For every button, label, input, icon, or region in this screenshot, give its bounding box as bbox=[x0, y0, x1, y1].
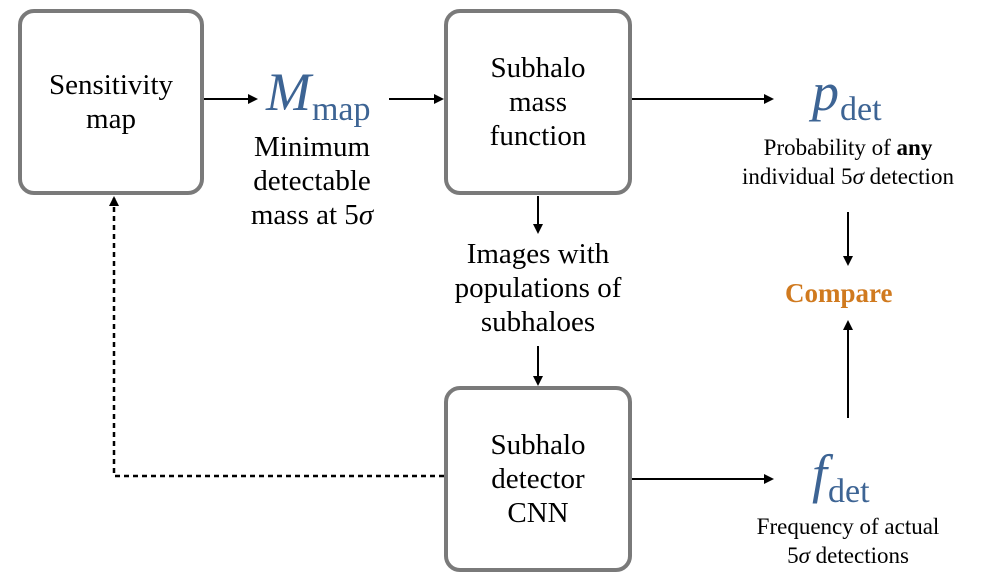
p-det-desc-line-2-suffix: detection bbox=[863, 164, 954, 189]
m-map-desc-prefix: mass at 5 bbox=[250, 199, 359, 231]
p-det-desc-line-1: Probability of any bbox=[714, 133, 982, 162]
m-map-desc-line-1: Minimum bbox=[253, 131, 370, 163]
images-desc-line-1: Images with bbox=[466, 238, 610, 270]
f-det-symbol: fdet bbox=[812, 444, 870, 522]
m-map-main: M bbox=[266, 62, 311, 122]
f-det-desc-line-1: Frequency of actual bbox=[756, 514, 940, 539]
mass-function-line-3: function bbox=[489, 120, 587, 152]
sigma-symbol: σ bbox=[358, 199, 374, 231]
f-det-desc-line-2: 5σ detections bbox=[718, 541, 978, 570]
sigma-symbol: σ bbox=[852, 164, 864, 189]
images-desc-line-3: subhaloes bbox=[480, 306, 596, 338]
m-map-desc-line-2: detectable bbox=[253, 165, 371, 197]
m-map-symbol: Mmap bbox=[266, 62, 371, 140]
compare-label: Compare bbox=[785, 278, 893, 308]
dashed-feedback-arrow bbox=[109, 196, 444, 478]
f-det-subscript: det bbox=[828, 473, 870, 510]
f-det-desc-line-2-prefix: 5 bbox=[787, 543, 799, 568]
sensitivity-map-box: Sensitivity map bbox=[18, 9, 204, 195]
detector-cnn-line-1: Subhalo bbox=[490, 429, 586, 461]
p-det-desc-line-2: individual 5σ detection bbox=[714, 162, 982, 191]
sigma-symbol: σ bbox=[798, 543, 810, 568]
mass-function-line-2: mass bbox=[509, 86, 567, 118]
detector-cnn-line-3: CNN bbox=[507, 497, 569, 529]
sensitivity-map-line-1: Sensitivity bbox=[48, 69, 174, 101]
mass-function-box: Subhalo mass function bbox=[444, 9, 632, 195]
f-det-desc-line-2-suffix: detections bbox=[809, 543, 909, 568]
f-det-description: Frequency of actual 5σ detections bbox=[718, 512, 978, 570]
mass-function-line-1: Subhalo bbox=[490, 52, 586, 84]
m-map-description: Minimum detectable mass at 5σ bbox=[224, 130, 400, 232]
p-det-desc-emphasis: any bbox=[896, 135, 933, 160]
sensitivity-map-line-2: map bbox=[86, 103, 136, 135]
p-det-subscript: det bbox=[840, 91, 882, 128]
m-map-subscript: map bbox=[311, 91, 371, 128]
images-desc-line-2: populations of bbox=[454, 272, 622, 304]
detector-cnn-line-2: detector bbox=[491, 463, 585, 495]
p-det-symbol: pdet bbox=[812, 62, 882, 140]
p-det-desc-line-2-prefix: individual 5 bbox=[742, 164, 853, 189]
images-description: Images with populations of subhaloes bbox=[433, 237, 643, 339]
p-det-description: Probability of any individual 5σ detecti… bbox=[714, 133, 982, 191]
detector-cnn-box: Subhalo detector CNN bbox=[444, 386, 632, 572]
f-det-main: f bbox=[812, 444, 828, 504]
m-map-desc-line-3: mass at 5σ bbox=[224, 198, 400, 232]
p-det-main: p bbox=[812, 62, 839, 122]
p-det-desc-prefix: Probability of bbox=[763, 135, 897, 160]
